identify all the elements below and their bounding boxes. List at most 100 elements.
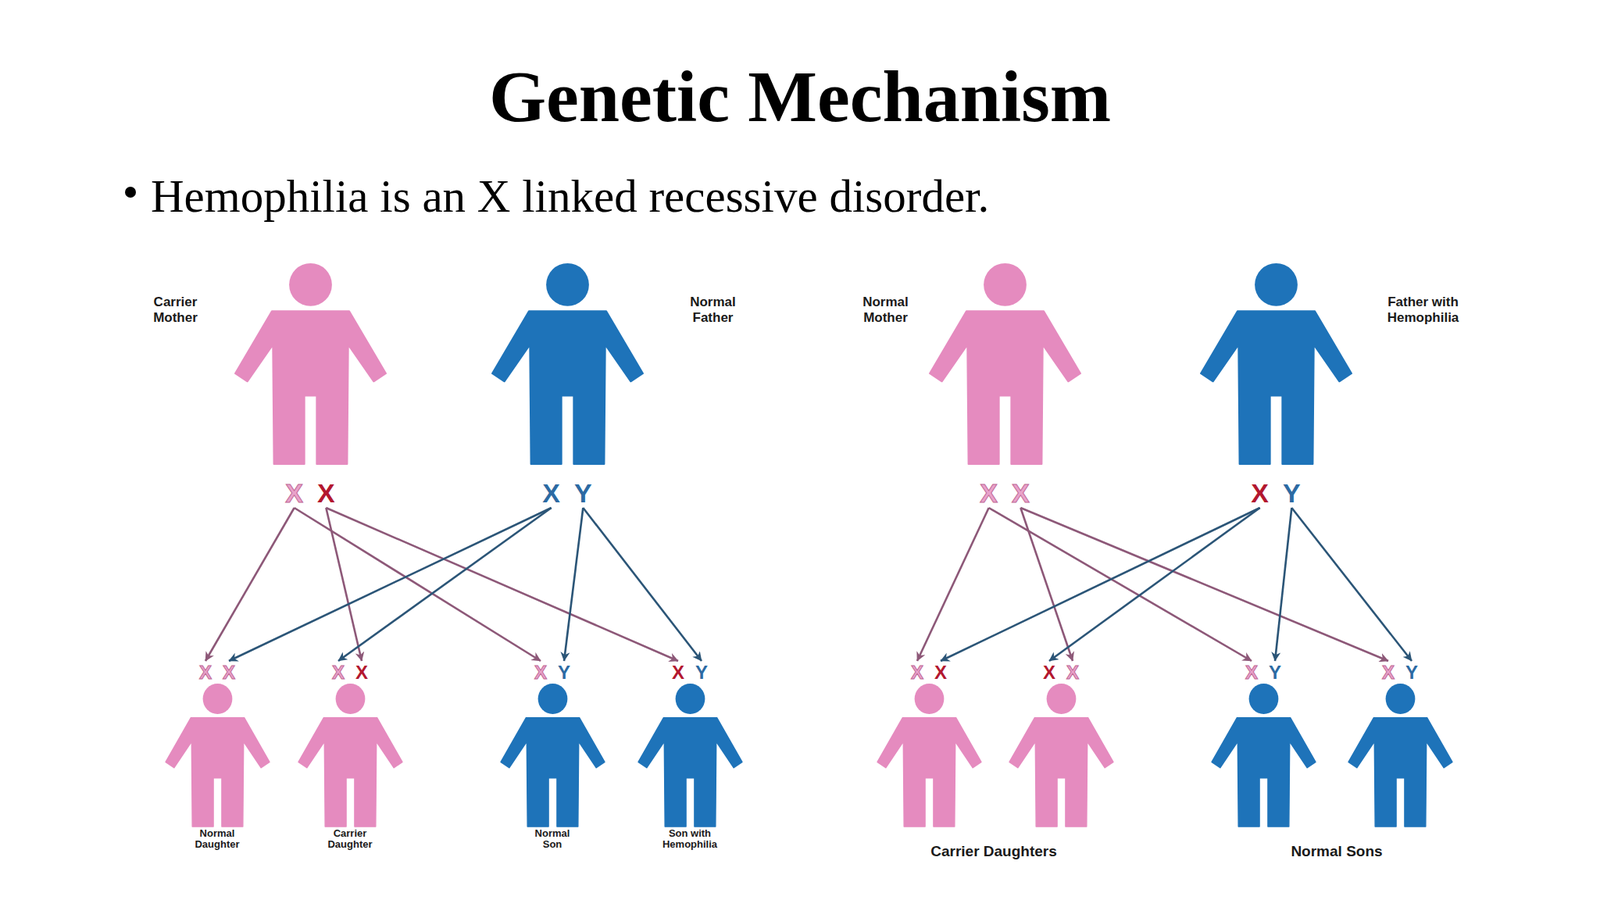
child-label: Normal Son: [528, 828, 576, 851]
person-head: [914, 683, 944, 715]
person-figure: [638, 660, 743, 827]
child-figure: XXCarrier Daughter: [298, 660, 403, 827]
person-figure: [298, 660, 403, 827]
person-body: [877, 717, 982, 827]
person-head: [289, 263, 333, 307]
parent-label: Normal Father: [682, 294, 745, 325]
chromosome-letter: X: [671, 663, 685, 683]
chromosome-pair: XY: [492, 479, 643, 507]
child-figure: XYNormal Son: [500, 660, 605, 827]
child-label: Son with Hemophilia: [657, 828, 723, 851]
inheritance-arrow: [294, 507, 541, 661]
child-figure: XYSon with Hemophilia: [638, 660, 743, 827]
person-head: [675, 683, 705, 715]
person-body: [298, 717, 403, 827]
group-label: Normal Sons: [1219, 842, 1454, 861]
inheritance-arrow: [1049, 507, 1261, 661]
chromosome-letter: X: [934, 663, 947, 683]
person-figure: [492, 263, 643, 508]
person-figure: [1348, 660, 1453, 827]
person-body: [1200, 310, 1352, 465]
chromosome-pair: XX: [877, 663, 982, 683]
chromosome-letter: Y: [557, 663, 571, 683]
slide-title: Genetic Mechanism: [0, 59, 1600, 133]
chromosome-letter: X: [1250, 479, 1269, 507]
person-figure: [1200, 263, 1352, 508]
chromosome-letter: X: [199, 663, 212, 683]
chromosome-pair: XX: [235, 479, 386, 507]
child-figure: XY: [1348, 660, 1453, 827]
chromosome-pair: XY: [500, 663, 605, 683]
child-figure: XXNormal Daughter: [165, 660, 270, 827]
chromosome-letter: X: [222, 663, 236, 683]
child-figure: XY: [1211, 660, 1316, 827]
person-body: [500, 717, 605, 827]
person-body: [929, 310, 1081, 465]
person-figure: [929, 263, 1081, 508]
chromosome-letter: X: [910, 663, 924, 683]
person-head: [537, 683, 568, 715]
chromosome-letter: Y: [574, 479, 593, 507]
inheritance-arrow: [325, 507, 679, 661]
chromosome-letter: X: [542, 479, 561, 507]
person-figure: [500, 660, 605, 827]
inheritance-arrow: [917, 507, 990, 661]
chromosome-pair: XX: [298, 663, 403, 683]
chromosome-letter: X: [1066, 663, 1079, 683]
chromosome-letter: Y: [1268, 663, 1282, 683]
person-head: [546, 263, 590, 307]
chromosome-pair: XY: [638, 663, 743, 683]
inheritance-arrow: [338, 507, 552, 661]
inheritance-arrow: [205, 507, 295, 661]
chromosome-letter: X: [1042, 663, 1056, 683]
chromosome-letter: Y: [695, 663, 708, 683]
inheritance-arrow: [228, 507, 552, 661]
chromosome-letter: X: [332, 663, 345, 683]
chromosome-letter: Y: [1405, 663, 1418, 683]
inheritance-arrow: [1020, 507, 1389, 661]
person-body: [235, 310, 386, 465]
chromosome-letter: X: [1382, 663, 1395, 683]
person-head: [1385, 683, 1415, 715]
chromosome-pair: XX: [929, 479, 1081, 507]
inheritance-arrow: [325, 507, 362, 661]
child-figure: XX: [1009, 660, 1114, 827]
parent-label: Father with Hemophilia: [1376, 294, 1471, 325]
parent-label: Normal Mother: [854, 294, 918, 325]
person-body: [1211, 717, 1316, 827]
person-body: [492, 310, 643, 465]
chromosome-letter: X: [317, 479, 336, 507]
parent-figure: XXCarrier Mother: [235, 263, 386, 508]
person-figure: [877, 660, 982, 827]
person-body: [1348, 717, 1453, 827]
parent-figure: XYFather with Hemophilia: [1200, 263, 1352, 508]
chromosome-pair: XX: [1009, 663, 1114, 683]
person-head: [1248, 683, 1279, 715]
chromosome-pair: XX: [165, 663, 270, 683]
chromosome-letter: X: [534, 663, 547, 683]
person-figure: [1211, 660, 1316, 827]
person-body: [638, 717, 743, 827]
person-head: [983, 263, 1027, 307]
inheritance-arrow: [1020, 507, 1073, 661]
person-head: [202, 683, 233, 715]
chromosome-letter: X: [979, 479, 998, 507]
person-head: [1254, 263, 1298, 307]
chromosome-pair: XY: [1200, 479, 1352, 507]
child-label: Carrier Daughter: [318, 828, 382, 851]
person-head: [1046, 683, 1076, 715]
inheritance-arrow: [1275, 507, 1292, 661]
inheritance-arrow: [1291, 507, 1412, 661]
chromosome-letter: Y: [1282, 479, 1301, 507]
person-figure: [165, 660, 270, 827]
chromosome-letter: X: [1011, 479, 1030, 507]
parent-figure: XYNormal Father: [492, 263, 643, 508]
child-label: Normal Daughter: [185, 828, 249, 851]
chromosome-letter: X: [285, 479, 304, 507]
chromosome-pair: XY: [1348, 663, 1453, 683]
inheritance-arrow: [989, 507, 1252, 661]
person-figure: [1009, 660, 1114, 827]
person-body: [1009, 717, 1114, 827]
bullet-dot: [125, 186, 136, 198]
person-head: [335, 683, 365, 715]
